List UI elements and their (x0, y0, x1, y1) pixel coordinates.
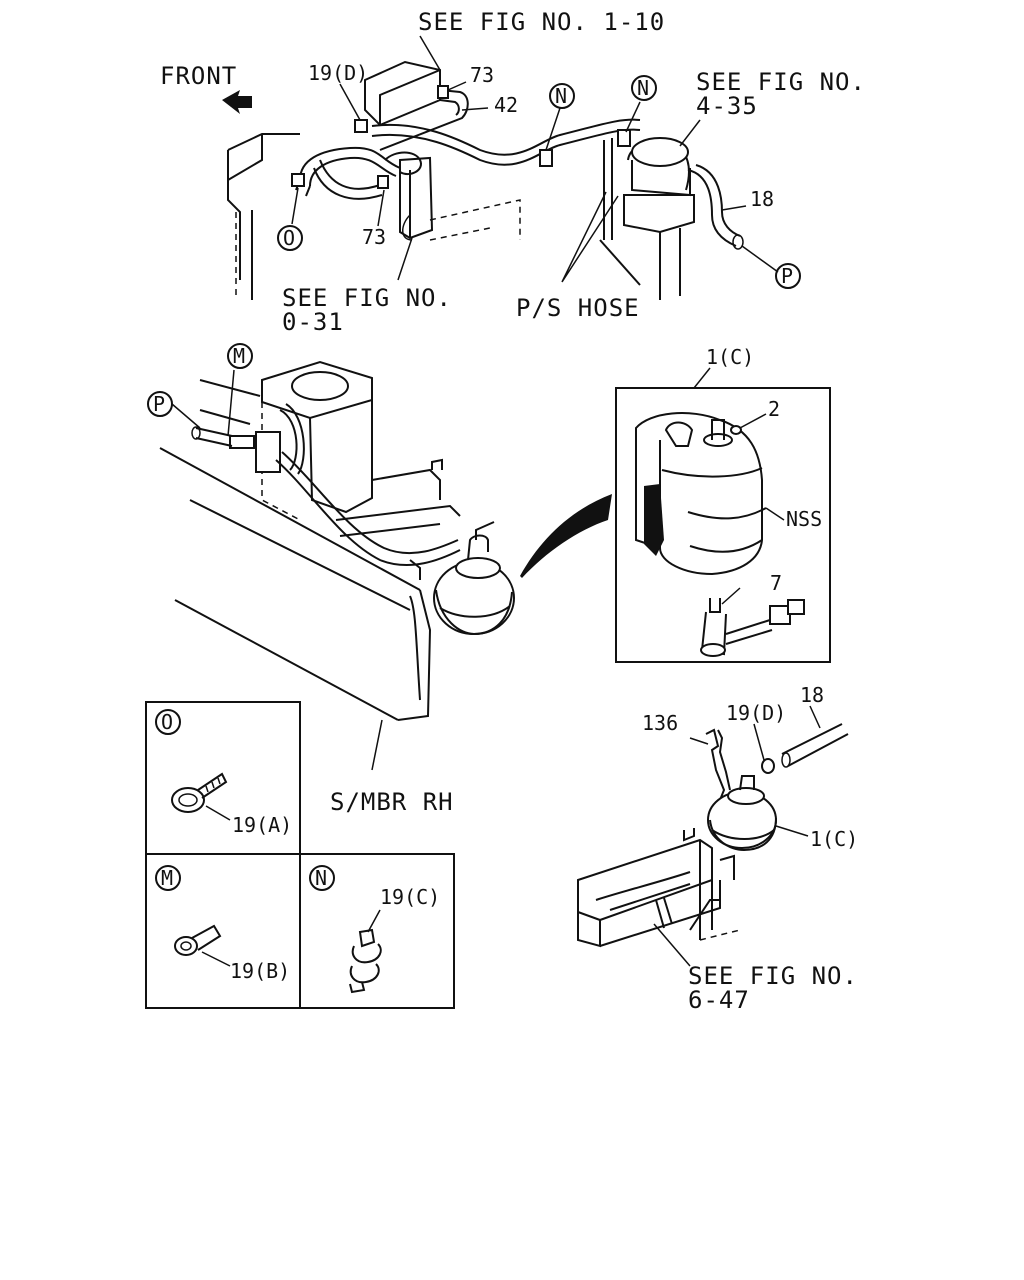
part-19d-bottom: 19(D) (726, 701, 786, 725)
see-fig-1-10-label: SEE FIG NO. 1-10 (418, 8, 665, 36)
circle-ref-o-top: O (277, 225, 303, 251)
see-fig-0-31-line1: SEE FIG NO. (282, 284, 452, 312)
inset-clamp-19a (171, 772, 231, 821)
see-fig-6-47-line1: SEE FIG NO. (688, 962, 858, 990)
part-18-top: 18 (750, 187, 774, 211)
part-136: 136 (642, 711, 678, 735)
circle-ref-o-inset: O (155, 709, 181, 735)
detail-pointer-icon (520, 494, 612, 578)
top-assembly (222, 35, 779, 300)
front-arrow-icon (222, 90, 252, 114)
part-42: 42 (494, 93, 518, 117)
svg-text:P: P (153, 392, 165, 416)
see-fig-4-35-line2: 4-35 (696, 92, 758, 120)
part-7: 7 (770, 571, 782, 595)
side-member-assembly (159, 360, 612, 771)
clamp-19d-top (354, 119, 368, 133)
part-1c-box: 1(C) (706, 345, 754, 369)
svg-text:O: O (161, 710, 173, 734)
part-19d-top: 19(D) (308, 61, 368, 85)
part-19c: 19(C) (380, 885, 440, 909)
see-fig-4-35-line1: SEE FIG NO. (696, 68, 866, 96)
svg-text:N: N (315, 866, 327, 890)
inset-boxes (145, 701, 455, 1009)
svg-text:N: N (555, 84, 567, 108)
circle-ref-p-left: P (147, 391, 173, 417)
bottom-right-assembly (577, 705, 849, 967)
part-2: 2 (768, 397, 780, 421)
clamp-n2 (617, 129, 631, 147)
clamp-73-bottom (377, 175, 389, 189)
clamp-n1 (539, 149, 553, 167)
clamp-73-top (437, 85, 449, 99)
circle-ref-m-mid: M (227, 343, 253, 369)
part-1c-bottom: 1(C) (810, 827, 858, 851)
svg-text:M: M (233, 344, 245, 368)
circle-ref-p-right: P (775, 263, 801, 289)
part-18-bottom: 18 (800, 683, 824, 707)
inset-clamp-19b (174, 924, 231, 967)
circle-ref-n1: N (549, 83, 575, 109)
part-19a: 19(A) (232, 813, 292, 837)
part-19b: 19(B) (230, 959, 290, 983)
circle-ref-n2: N (631, 75, 657, 101)
s-mbr-rh-label: S/MBR RH (330, 788, 454, 816)
inset-clip-19c (349, 909, 382, 994)
part-73-top: 73 (470, 63, 494, 87)
part-73-bottom: 73 (362, 225, 386, 249)
nss-label: NSS (786, 507, 822, 531)
see-fig-6-47-line2: 6-47 (688, 986, 750, 1014)
svg-text:O: O (283, 226, 295, 250)
circle-ref-m-inset: M (155, 865, 181, 891)
front-label: FRONT (160, 62, 237, 90)
svg-text:N: N (637, 76, 649, 100)
circle-ref-n-inset: N (309, 865, 335, 891)
reservoir-detail-box (615, 367, 831, 663)
ps-hose-label: P/S HOSE (516, 294, 640, 322)
see-fig-0-31-line2: 0-31 (282, 308, 344, 336)
svg-text:M: M (161, 866, 173, 890)
clamp-o-top (291, 173, 305, 187)
svg-text:P: P (781, 264, 793, 288)
